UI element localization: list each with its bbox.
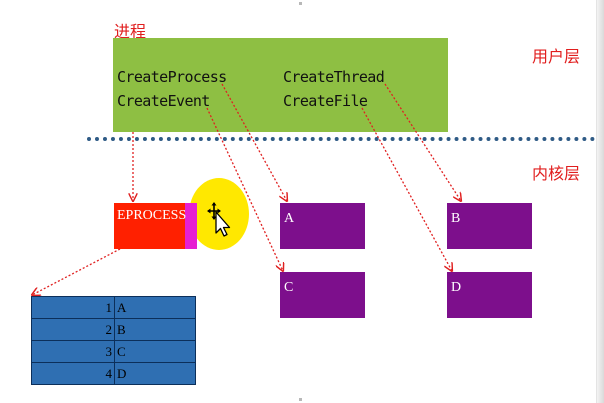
arrow-createprocess-to-a: [221, 83, 287, 201]
api-create-file: CreateFile: [283, 92, 368, 110]
eprocess-overlap: [185, 203, 197, 249]
arrow-eprocess-to-handle-table: [32, 248, 121, 295]
table-row: 4 D: [31, 362, 196, 385]
table-row: 2 B: [31, 318, 196, 341]
kernel-object-d: D: [447, 272, 532, 318]
cursor-highlight: [189, 178, 249, 250]
kernel-object-d-label: D: [451, 280, 462, 295]
kernel-object-b-label: B: [451, 211, 461, 226]
kernel-object-c-label: C: [284, 280, 294, 295]
user-kernel-divider: [87, 137, 595, 141]
resize-handle-top: [299, 2, 302, 5]
handle-object: D: [114, 362, 196, 385]
api-create-thread: CreateThread: [283, 68, 385, 86]
kernel-object-a: A: [280, 203, 365, 249]
api-create-process: CreateProcess: [117, 68, 227, 86]
kernel-layer-label: 内核层: [532, 164, 581, 183]
resize-handle-bottom: [299, 398, 302, 401]
kernel-object-b: B: [447, 203, 532, 249]
arrow-createevent-to-c: [206, 107, 283, 271]
user-layer-label: 用户层: [532, 47, 581, 66]
move-cursor-icon: [207, 202, 231, 237]
kernel-object-c: C: [280, 272, 365, 318]
window-edge: [596, 0, 604, 403]
arrow-createfile-to-d: [361, 107, 452, 271]
api-create-event: CreateEvent: [117, 92, 210, 110]
handle-table: 1 A 2 B 3 C 4 D: [31, 296, 196, 385]
kernel-object-a-label: A: [284, 211, 295, 226]
user-mode-process-box: [113, 38, 448, 132]
process-label: 进程: [114, 22, 147, 41]
eprocess-label: EPROCESS: [117, 208, 187, 223]
eprocess-block: EPROCESS: [114, 203, 197, 249]
arrow-createthread-to-b: [384, 83, 461, 201]
